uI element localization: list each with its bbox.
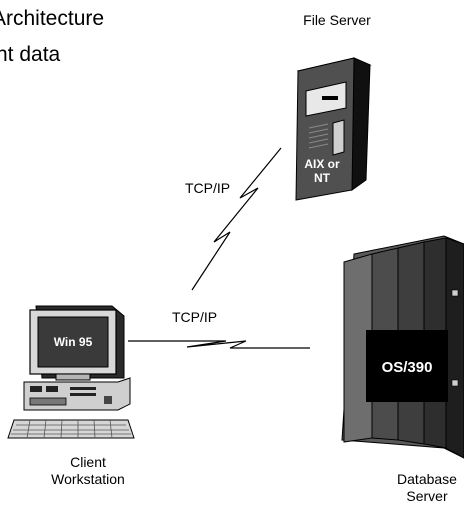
database-label-line-2: Server (406, 488, 448, 504)
tcpip-label-lower: TCP/IP (172, 309, 218, 325)
title-line-2: nt data (0, 43, 61, 66)
client-label-line-1: Client (70, 454, 106, 470)
file-server-icon: AIX or NT (295, 57, 372, 201)
client-label-line-2: Workstation (51, 471, 125, 487)
database-os-label: OS/390 (382, 359, 433, 376)
database-server-icon: OS/390 (341, 235, 464, 459)
title-line-1: Architecture (0, 7, 105, 30)
database-label-line-1: Database (397, 471, 457, 487)
tcpip-label-upper: TCP/IP (185, 180, 231, 196)
client-workstation-icon: Win 95 (7, 305, 135, 439)
client-workstation-label: Client Workstation (30, 454, 146, 488)
database-server-label: Database Server (372, 471, 464, 505)
client-screen-label: Win 95 (54, 335, 93, 349)
file-server-os-label-2: NT (314, 171, 331, 185)
file-server-label: File Server (303, 12, 371, 28)
file-server-os-label-1: AIX or (304, 157, 340, 171)
link-client-database (128, 340, 310, 349)
link-client-file-server (191, 147, 282, 291)
